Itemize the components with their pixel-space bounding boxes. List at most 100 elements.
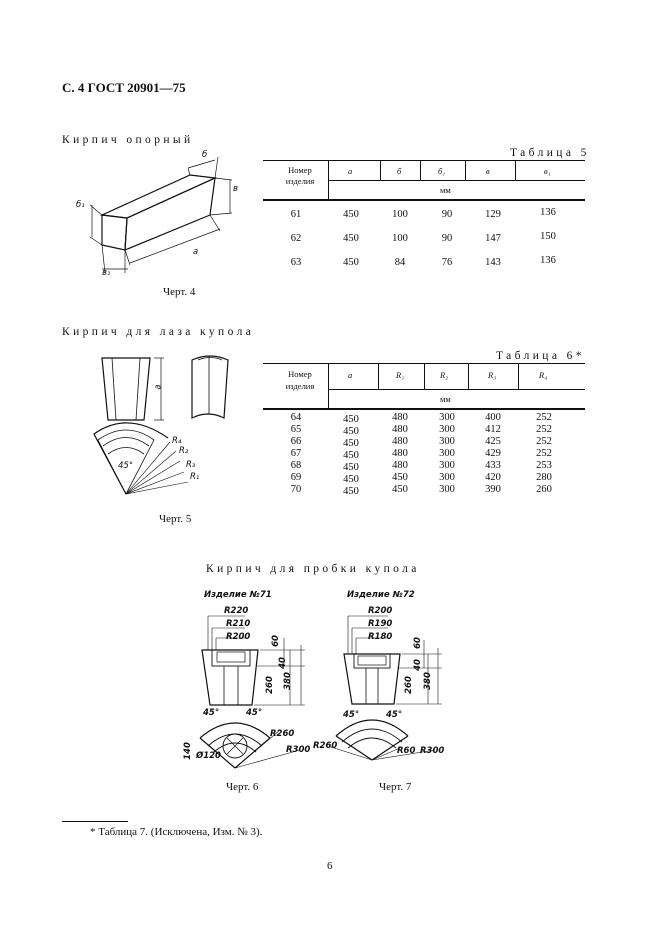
table5-unit-rule (328, 180, 585, 181)
support-brick-drawing (89, 156, 233, 274)
table6-title: Таблица 6* (496, 350, 585, 362)
table6-cell: 450 (343, 450, 359, 461)
section-title-support-brick: Кирпич опорный (62, 134, 194, 146)
table5-cell: 136 (540, 255, 556, 266)
table5-cell: 76 (441, 257, 453, 268)
table6-header-r3: R₃ (488, 370, 497, 380)
table6-header-a: а (348, 370, 353, 380)
dim-r200-72: R200 (368, 606, 393, 616)
table5-header-number: Номер изделия (285, 165, 315, 186)
plug-brick-72-drawing (330, 615, 442, 761)
table6-cell: 300 (439, 472, 455, 483)
table5-cell: 90 (441, 209, 453, 220)
table5-header-b1: б₁ (438, 166, 446, 176)
table6-cell: 480 (392, 448, 408, 459)
dim-angle-left-72: 45° (343, 710, 360, 720)
dim-label-a: а (193, 247, 199, 257)
table5-bottom-rule (263, 199, 585, 201)
dim-140: 140 (182, 742, 193, 760)
page-number: 6 (327, 860, 333, 872)
table6-cell: 70 (290, 484, 302, 495)
footnote-text: * Таблица 7. (Исключена, Изм. № 3). (90, 826, 263, 838)
table6-cell: 252 (536, 448, 552, 459)
table6-cell: 412 (485, 424, 501, 435)
table6-cell: 252 (536, 424, 552, 435)
table6-header-r4: R₄ (539, 370, 548, 380)
table6-vline (468, 363, 469, 389)
plug-brick-71-drawing (199, 615, 305, 769)
table6-cell: 64 (290, 412, 302, 423)
dim-r210: R210 (226, 619, 251, 629)
table6-vline (378, 363, 379, 389)
table5-cell: 129 (485, 209, 501, 220)
table6-cell: 450 (392, 472, 408, 483)
dim-260: 260 (264, 676, 275, 694)
dim-r260: R260 (270, 729, 295, 739)
table5-cell: 100 (392, 233, 408, 244)
dim-d120: Ø120 (196, 751, 221, 761)
table6-cell: 300 (439, 448, 455, 459)
table6-cell: 260 (536, 484, 552, 495)
table6-cell: 280 (536, 472, 552, 483)
table5-cell: 150 (540, 231, 556, 242)
table5-cell: 62 (290, 233, 302, 244)
table6-cell: 450 (343, 486, 359, 497)
table5-cell: 100 (392, 209, 408, 220)
dim-angle-left: 45° (203, 708, 220, 718)
figure-caption-6: Черт. 6 (226, 781, 259, 793)
manhole-brick-drawing (93, 355, 229, 495)
table5-cell: 143 (485, 257, 501, 268)
table5-cell: 63 (290, 257, 302, 268)
table6-cell: 480 (392, 460, 408, 471)
table5-cell: 450 (343, 209, 359, 220)
dim-380-72: 380 (422, 672, 433, 690)
dim-angle-right: 45° (246, 708, 263, 718)
radius-label-r2: R₂ (179, 446, 189, 456)
table6-unit-rule (328, 389, 585, 390)
table6-cell: 252 (536, 412, 552, 423)
table6-cell: 300 (439, 484, 455, 495)
table5-cell: 450 (343, 233, 359, 244)
table5-vline (328, 160, 329, 200)
dim-r300: R300 (286, 745, 311, 755)
table6-cell: 429 (485, 448, 501, 459)
dim-label-b: б (202, 150, 208, 160)
table6-header-number: Номер изделия (285, 369, 315, 391)
table6-vline (518, 363, 519, 389)
dim-r60: R60 (397, 746, 416, 756)
table5-vline (420, 160, 421, 180)
table5-unit: мм (440, 185, 451, 195)
dim-r190: R190 (368, 619, 393, 629)
table6-cell: 67 (290, 448, 302, 459)
page-header: С. 4 ГОСТ 20901—75 (62, 80, 186, 95)
table6-cell: 450 (392, 484, 408, 495)
table6-unit: мм (440, 394, 451, 404)
table6-cell: 69 (290, 472, 302, 483)
radius-label-r3: R₃ (186, 460, 196, 470)
footnote: * Таблица 7. (Исключена, Изм. № 3). (90, 826, 262, 838)
angle-label-45: 45° (118, 461, 134, 471)
table5-title: Таблица 5 (510, 147, 590, 159)
dim-60-72: 60 (412, 637, 423, 649)
table6-cell: 65 (290, 424, 302, 435)
figure-caption-7: Черт. 7 (379, 781, 412, 793)
dim-r180: R180 (368, 632, 393, 642)
table6-cell: 450 (343, 414, 359, 425)
table6-cell: 300 (439, 412, 455, 423)
table6-header-r2: R₂ (440, 370, 449, 380)
dim-label-b1: б₁ (76, 200, 85, 210)
table6-cell: 390 (485, 484, 501, 495)
table5-vline (465, 160, 466, 180)
table5-cell: 84 (394, 257, 406, 268)
item-72-label: Изделие №72 (347, 590, 415, 600)
dim-label-v1: в₁ (102, 268, 111, 278)
table5-cell: 136 (540, 207, 556, 218)
dim-40: 40 (277, 657, 288, 669)
table5-header-a: а (348, 166, 353, 176)
table5-cell: 147 (485, 233, 501, 244)
table5-header-b: б (397, 166, 402, 176)
table6-cell: 400 (485, 412, 501, 423)
table6-vline (424, 363, 425, 389)
table5-top-rule (263, 160, 585, 161)
table5-header-v: в (486, 166, 490, 176)
